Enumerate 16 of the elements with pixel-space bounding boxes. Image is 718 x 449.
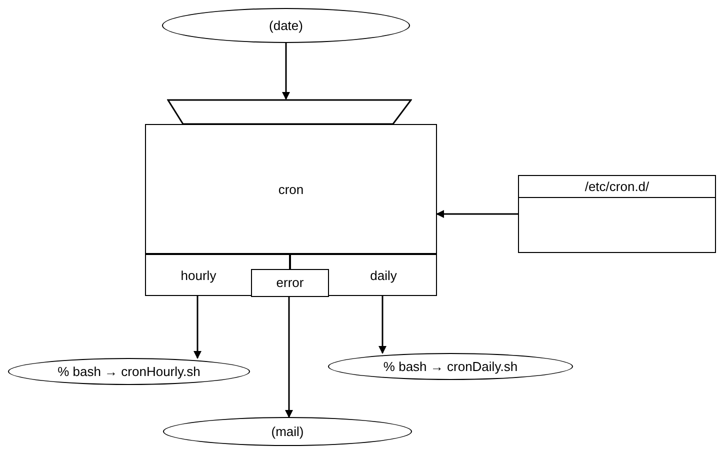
- node-label: % bash → cronHourly.sh: [58, 362, 200, 381]
- arrow: [282, 43, 290, 100]
- node-label: hourly: [180, 266, 216, 285]
- sub-box: [251, 269, 329, 297]
- node-label: error: [276, 274, 304, 292]
- node-label: (date): [269, 16, 303, 35]
- header-box: [518, 175, 716, 253]
- arrow: [285, 296, 293, 418]
- node-label: cron: [278, 180, 304, 199]
- arrow: [194, 296, 202, 359]
- node-label: % bash → cronDaily.sh: [383, 358, 518, 376]
- arrow: [378, 296, 386, 354]
- node-label: daily: [370, 266, 397, 285]
- node-label: (mail): [271, 422, 304, 441]
- arrow: [436, 210, 518, 218]
- node-label: /etc/cron.d/: [584, 178, 650, 196]
